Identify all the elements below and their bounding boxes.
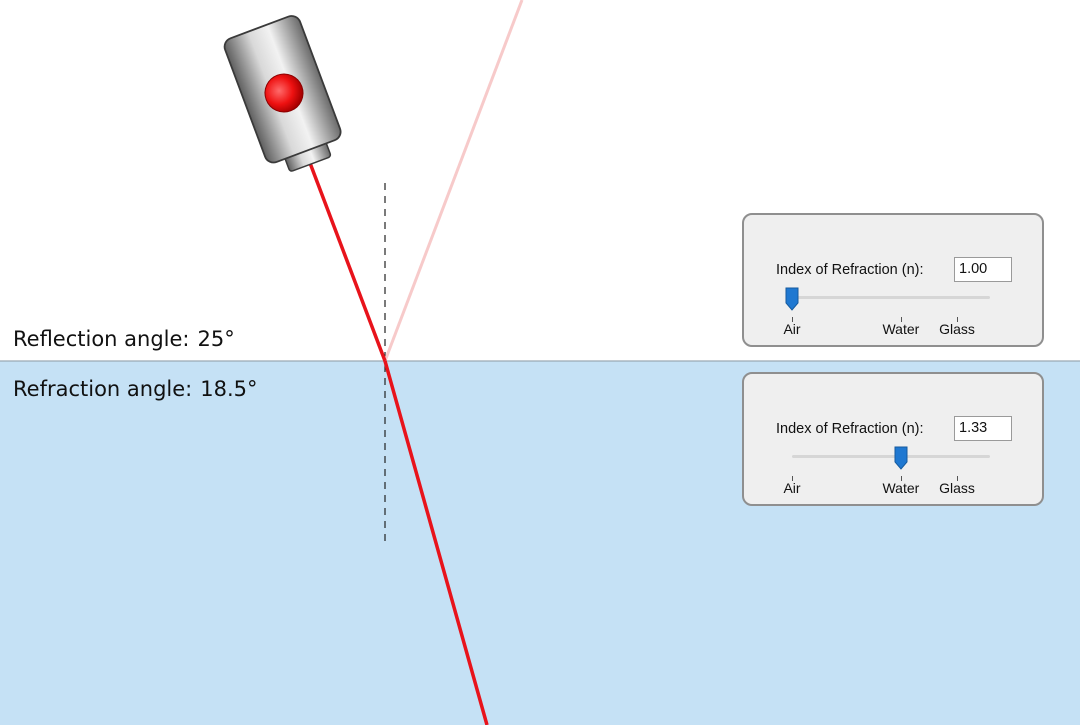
slider-thumb-icon[interactable] bbox=[894, 446, 908, 470]
index-of-refraction-input[interactable]: 1.33 bbox=[954, 416, 1012, 441]
laser-pointer-icon[interactable] bbox=[222, 13, 348, 178]
index-of-refraction-label: Index of Refraction (n): bbox=[776, 262, 924, 278]
tick-label-glass: Glass bbox=[939, 321, 975, 337]
reflection-angle-value: 25° bbox=[197, 327, 235, 351]
tick-label-water: Water bbox=[882, 480, 920, 496]
index-slider-track[interactable] bbox=[792, 296, 990, 299]
index-slider-track[interactable] bbox=[792, 455, 990, 458]
tick-label-air: Air bbox=[783, 321, 801, 337]
tick-mark-water bbox=[900, 317, 902, 322]
refracted-beam bbox=[383, 360, 489, 725]
tick-mark-glass bbox=[957, 317, 958, 322]
tick-mark-glass bbox=[957, 476, 958, 481]
index-of-refraction-label: Index of Refraction (n): bbox=[776, 421, 924, 437]
tick-label-water: Water bbox=[882, 321, 920, 337]
refraction-angle-label: Refraction angle: bbox=[13, 377, 193, 401]
index-of-refraction-input[interactable]: 1.00 bbox=[954, 257, 1012, 282]
upper-medium-panel: Index of Refraction (n): 1.00 Air Water … bbox=[742, 213, 1044, 347]
tick-label-air: Air bbox=[783, 480, 801, 496]
lower-medium-panel: Index of Refraction (n): 1.33 Air Water … bbox=[742, 372, 1044, 506]
tick-mark-air bbox=[792, 476, 793, 481]
tick-mark-air bbox=[792, 317, 793, 322]
reflection-angle-readout: Reflection angle: 25° bbox=[13, 327, 235, 351]
tick-label-glass: Glass bbox=[939, 480, 975, 496]
incident-beam bbox=[308, 162, 387, 362]
slider-thumb-icon[interactable] bbox=[785, 287, 799, 311]
refraction-angle-value: 18.5° bbox=[200, 377, 258, 401]
reflection-angle-label: Reflection angle: bbox=[13, 327, 190, 351]
tick-mark-water bbox=[900, 476, 902, 481]
reflected-beam bbox=[383, 0, 524, 362]
refraction-angle-readout: Refraction angle: 18.5° bbox=[13, 377, 258, 401]
